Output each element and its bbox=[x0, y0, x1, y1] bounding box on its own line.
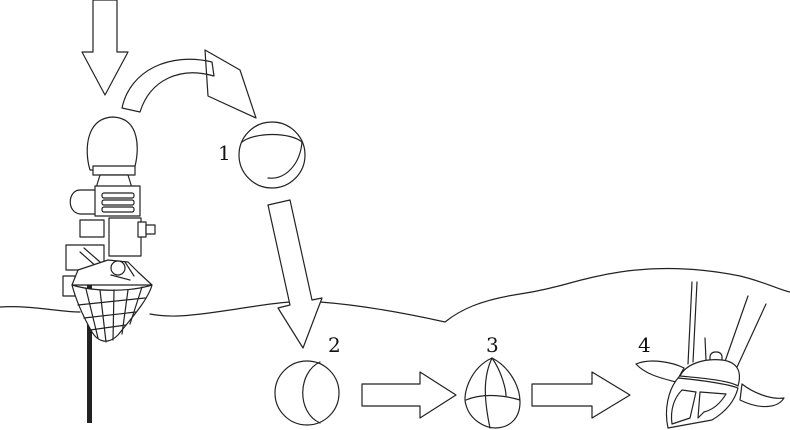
deployed-pod-stage-4 bbox=[635, 281, 785, 429]
label-step-1: 1 bbox=[218, 141, 231, 165]
arrow-curved bbox=[121, 49, 257, 119]
arrow-right-1 bbox=[361, 371, 457, 419]
sphere-stage-2 bbox=[274, 360, 340, 426]
arrow-down bbox=[81, 0, 129, 96]
anchor-pole bbox=[87, 285, 92, 423]
label-step-3: 3 bbox=[486, 333, 499, 357]
ground-line bbox=[0, 267, 790, 323]
pod-stage-3 bbox=[464, 357, 521, 429]
sphere-stage-1 bbox=[238, 121, 306, 189]
lander bbox=[62, 116, 156, 423]
label-step-2: 2 bbox=[328, 333, 341, 357]
label-step-4: 4 bbox=[638, 333, 651, 357]
arrow-right-2 bbox=[531, 371, 631, 419]
arrow-diagonal bbox=[267, 199, 323, 349]
